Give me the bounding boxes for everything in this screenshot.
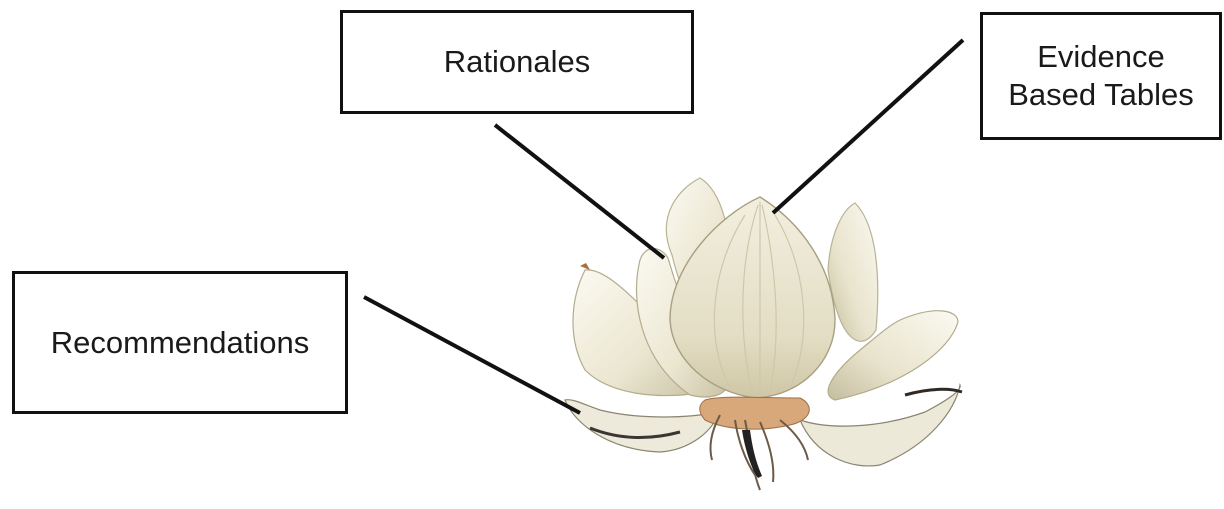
rationales-box: Rationales (340, 10, 694, 114)
evidence-label: Evidence Based Tables (1008, 38, 1194, 114)
evidence-box: Evidence Based Tables (980, 12, 1222, 140)
pointer-line-evidence (773, 40, 963, 213)
petal-lower-left (565, 400, 718, 452)
recommendations-label: Recommendations (51, 324, 309, 362)
petal-lower-right (800, 385, 960, 466)
recommendations-box: Recommendations (12, 271, 348, 414)
petal-tip-left (580, 263, 590, 270)
pointer-line-rationales (495, 125, 664, 258)
pointer-line-recommendations (364, 297, 580, 413)
rationales-label: Rationales (444, 43, 590, 81)
